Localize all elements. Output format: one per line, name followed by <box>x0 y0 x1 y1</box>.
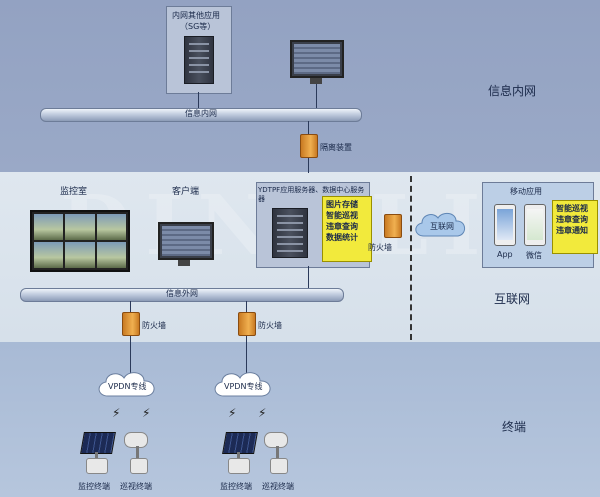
intranet-workstation-icon <box>290 40 344 78</box>
firewall-center-label: 防火墙 <box>368 243 392 252</box>
server-function-item: 图片存储 <box>326 200 358 209</box>
server-function-item: 数据统计 <box>326 233 358 242</box>
firewall-left-label: 防火墙 <box>142 321 166 330</box>
monitor-terminal-base-icon <box>228 458 250 474</box>
right-branch-link <box>246 301 247 377</box>
firewall-left-icon <box>122 312 140 336</box>
isolation-device-label: 隔离装置 <box>320 143 352 152</box>
intranet-server-icon <box>184 36 214 84</box>
zone-label-intranet: 信息内网 <box>488 84 537 98</box>
server-function-item: 违章查询 <box>326 222 358 231</box>
intranet-bus-label: 信息内网 <box>185 109 217 118</box>
internet-cloud-label: 互联网 <box>430 222 454 231</box>
monitor-room-label: 监控室 <box>60 187 88 197</box>
wireless-signal-icon: ⚡ <box>258 406 267 420</box>
firewall-right-label: 防火墙 <box>258 321 282 330</box>
vpdn-cloud-left-icon <box>98 372 155 397</box>
firewall-center-icon <box>384 214 402 238</box>
wireless-signal-icon: ⚡ <box>112 406 121 420</box>
solar-panel-icon <box>222 432 258 454</box>
intranet-server-link <box>198 92 199 108</box>
internet-cloud-icon <box>415 213 465 237</box>
server-function-item: 智能巡视 <box>326 211 358 220</box>
patrol-camera-base-icon <box>270 458 288 474</box>
terminal-device-label: 监控终端 <box>220 482 252 491</box>
wireless-signal-icon: ⚡ <box>228 406 237 420</box>
app-label: App <box>497 250 513 259</box>
zone-label-terminal: 终端 <box>502 420 527 434</box>
mobile-functions-box: 智能巡视 违章查询 违章通知 <box>552 200 598 254</box>
firewall-right-icon <box>238 312 256 336</box>
app-server-title: YDTPF应用服务器、数据中心服务器 <box>258 186 365 203</box>
wechat-phone-icon <box>524 204 546 246</box>
mobile-app-title: 移动应用 <box>510 187 542 196</box>
server-bus-link <box>308 266 309 288</box>
mobile-function-item: 智能巡视 <box>556 204 588 213</box>
terminal-device-label: 巡视终端 <box>262 482 294 491</box>
app-server-icon <box>272 208 308 258</box>
vpdn-left-label: VPDN专线 <box>108 382 147 391</box>
mobile-function-item: 违章通知 <box>556 226 588 235</box>
other-apps-title: 内网其他应用 <box>172 11 220 20</box>
zone-label-internet: 互联网 <box>494 292 531 306</box>
vpdn-right-label: VPDN专线 <box>224 382 263 391</box>
zone-divider-dashed <box>410 176 412 340</box>
wechat-label: 微信 <box>526 251 542 260</box>
wireless-signal-icon: ⚡ <box>142 406 151 420</box>
vpdn-cloud-right-icon <box>214 372 271 397</box>
terminal-device-label: 巡视终端 <box>120 482 152 491</box>
isolation-device-icon <box>300 134 318 158</box>
intranet-bus: 信息内网 <box>40 108 362 122</box>
intranet-workstation-link <box>316 84 317 108</box>
left-branch-link <box>130 301 131 377</box>
solar-panel-icon <box>80 432 116 454</box>
client-monitor-stand <box>178 260 190 266</box>
app-phone-icon <box>494 204 516 246</box>
external-bus: 信息外网 <box>20 288 344 302</box>
other-apps-subtitle: （SG等） <box>180 22 216 31</box>
terminal-device-label: 监控终端 <box>78 482 110 491</box>
client-label: 客户端 <box>172 187 200 197</box>
external-bus-label: 信息外网 <box>166 289 198 298</box>
mobile-function-item: 违章查询 <box>556 215 588 224</box>
client-monitor-icon <box>158 222 214 260</box>
intranet-workstation-stand <box>310 78 322 84</box>
monitor-terminal-base-icon <box>86 458 108 474</box>
video-wall-icon <box>30 210 130 272</box>
server-functions-box: 图片存储 智能巡视 违章查询 数据统计 <box>322 196 372 262</box>
patrol-camera-base-icon <box>130 458 148 474</box>
